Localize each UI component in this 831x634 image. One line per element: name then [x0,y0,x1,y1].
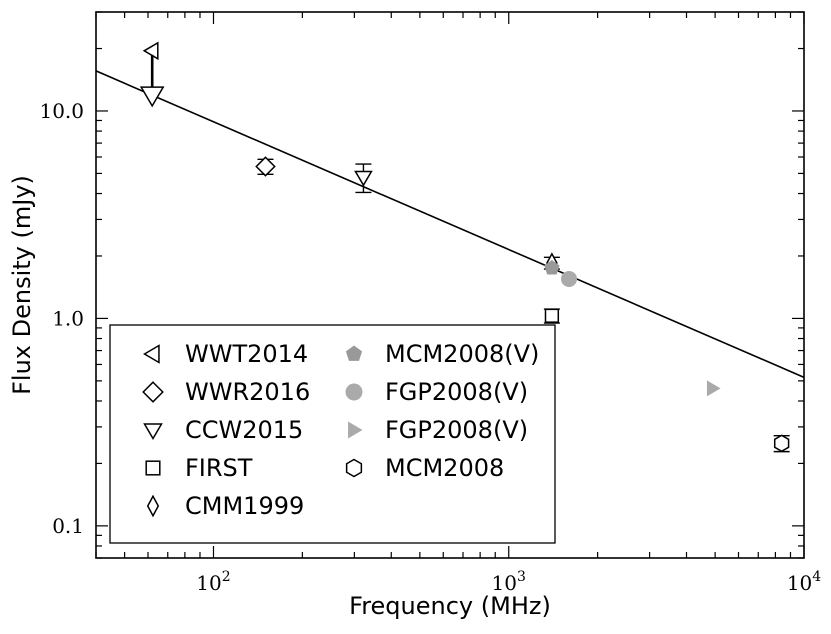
legend-marker [142,381,164,403]
data-point [561,270,578,287]
legend-marker [143,344,160,364]
legend-marker [345,345,363,361]
legend-frame [109,324,556,544]
legend-marker [145,460,161,476]
legend-label: FIRST [185,454,253,482]
data-point [544,308,560,323]
y-axis-label: Flux Density (mJy) [8,175,36,395]
y-tick-label: 0.1 [52,514,84,538]
legend-marker [143,423,163,440]
data-points [139,41,790,453]
x-axis-label: Frequency (MHz) [349,592,551,620]
x-tick-label-base: 10 [787,571,812,595]
data-point [142,41,159,61]
legend-label: CCW2015 [185,416,303,444]
legend-marker [348,421,363,439]
plot-frame [95,11,805,559]
legend-marker [345,383,363,401]
legend-label: MCM2008(V) [385,340,539,368]
x-tick-label-exponent: 3 [517,569,526,585]
legend-label: CMM1999 [185,492,304,520]
legend-label: WWT2014 [185,340,308,368]
data-point-upper-limit [139,86,165,108]
x-tick-label: 103 [492,569,526,595]
y-tick-label: 1.0 [52,306,84,330]
data-point [354,170,373,187]
legend-label: WWR2016 [185,378,310,406]
x-tick-label: 102 [196,569,230,595]
x-tick-label-exponent: 4 [812,569,821,585]
legend-marker [146,494,160,518]
legend-label: MCM2008 [385,454,504,482]
x-tick-label-base: 10 [196,571,221,595]
x-tick-label-base: 10 [492,571,517,595]
data-point [706,380,721,397]
fit-line-group [95,70,805,379]
legend-label: FGP2008(V) [385,378,528,406]
data-point [773,434,790,453]
fit-line [95,70,805,379]
legend-label: FGP2008(V) [385,416,528,444]
data-point [544,260,560,275]
x-tick-label-exponent: 2 [222,569,231,585]
data-point [255,156,276,177]
legend-marker [345,458,363,478]
x-tick-label: 104 [787,569,821,595]
y-tick-label: 10.0 [39,99,84,123]
